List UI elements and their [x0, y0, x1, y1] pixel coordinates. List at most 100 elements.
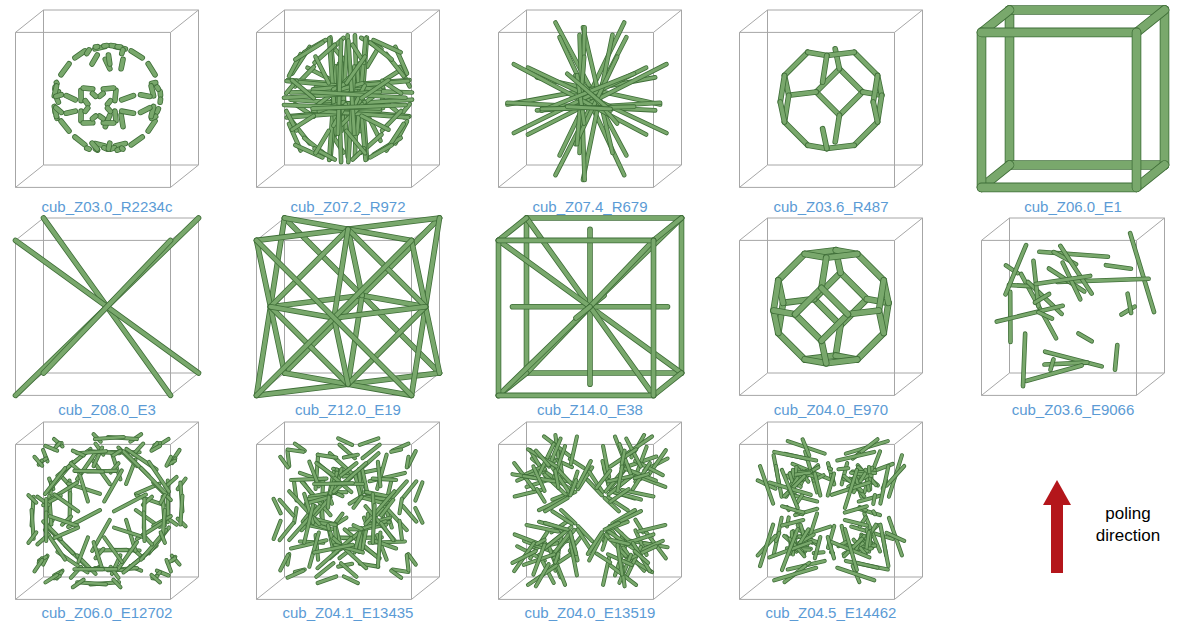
strut-outline [499, 238, 654, 244]
cube-frame [171, 10, 199, 32]
strut-body [778, 254, 804, 280]
strut [499, 240, 654, 241]
strut-outline [879, 280, 884, 310]
strut-outline [827, 52, 854, 55]
strut [180, 496, 182, 525]
strut-body [1023, 334, 1025, 387]
strut-body [823, 129, 827, 149]
strut-body [654, 373, 682, 395]
strut [528, 64, 667, 134]
strut-outline [73, 451, 84, 456]
strut-outline [774, 280, 779, 310]
strut-body [292, 80, 314, 98]
strut-body [111, 44, 115, 48]
strut [44, 218, 171, 395]
strut-outline [823, 129, 827, 149]
strut-outline [1010, 5, 1165, 15]
strut [73, 451, 84, 456]
strut-outline [44, 218, 171, 395]
strut-body [108, 143, 109, 149]
strut-outline [1078, 334, 1091, 342]
strut-outline [982, 183, 1137, 193]
strut-outline [141, 95, 150, 97]
strut-body [362, 470, 367, 493]
strut-outline [167, 457, 171, 466]
strut-outline [391, 571, 401, 578]
strut-body [1035, 294, 1049, 303]
strut [104, 537, 122, 561]
strut-outline [821, 288, 847, 314]
strut [653, 240, 654, 395]
strut-outline [827, 145, 854, 148]
strut-body [1130, 233, 1154, 312]
strut-body [180, 496, 182, 525]
cube-frame [895, 10, 923, 32]
cube-frame [412, 165, 440, 187]
cube-frame [285, 10, 440, 11]
strut-body [407, 457, 409, 468]
cube-frame [412, 10, 440, 32]
strut-body [839, 92, 862, 115]
cube-frame [527, 218, 682, 219]
strut [821, 258, 826, 288]
strut-outline [122, 145, 123, 151]
strut-body [780, 102, 784, 122]
cube-frame [256, 32, 257, 187]
strut [823, 56, 827, 83]
strut [415, 482, 422, 500]
cube-frame [654, 373, 682, 395]
cube-frame [740, 32, 895, 33]
strut [122, 111, 134, 113]
cube-frame [982, 32, 1137, 33]
cube-frame [922, 10, 923, 165]
strut-body [827, 145, 854, 148]
strut-outline [789, 92, 816, 95]
strut-body [542, 74, 634, 111]
strut-body [108, 108, 111, 111]
strut-outline [28, 495, 36, 502]
strut [280, 555, 288, 570]
strut-outline [108, 55, 109, 64]
strut [839, 69, 862, 92]
strut-outline [157, 87, 158, 89]
strut [34, 560, 42, 571]
strut-outline [346, 131, 365, 153]
cube-frame [740, 373, 768, 395]
strut-outline [1160, 10, 1170, 165]
strut-outline [306, 497, 330, 504]
cube-frame [439, 218, 440, 373]
strut-outline [142, 513, 147, 541]
strut-body [590, 307, 682, 373]
strut-body [1010, 6, 1165, 14]
strut [542, 107, 634, 109]
strut [334, 538, 367, 568]
strut-outline [280, 555, 288, 570]
strut-outline [654, 218, 682, 240]
strut-body [57, 99, 58, 102]
strut-body [113, 580, 120, 587]
strut [131, 137, 142, 145]
strut [314, 483, 353, 485]
strut-body [415, 482, 422, 500]
strut [151, 446, 159, 451]
cube-frame [16, 32, 171, 33]
strut [56, 108, 62, 113]
strut-body [821, 314, 847, 340]
strut-outline [370, 473, 405, 481]
strut-body [821, 258, 826, 288]
strut-outline [499, 307, 591, 396]
strut-outline [131, 51, 142, 58]
strut-outline [821, 258, 826, 288]
strut-body [360, 438, 379, 445]
cube-frame [894, 240, 895, 395]
strut [54, 495, 78, 512]
strut-outline [309, 533, 318, 567]
cube-frame [257, 165, 285, 187]
cube-frame [257, 32, 412, 33]
strut-body [122, 111, 134, 113]
strut-outline [378, 533, 381, 567]
strut-body [827, 52, 854, 55]
strut-body [309, 533, 318, 567]
strut-outline [370, 145, 391, 157]
strut-outline [977, 32, 987, 187]
